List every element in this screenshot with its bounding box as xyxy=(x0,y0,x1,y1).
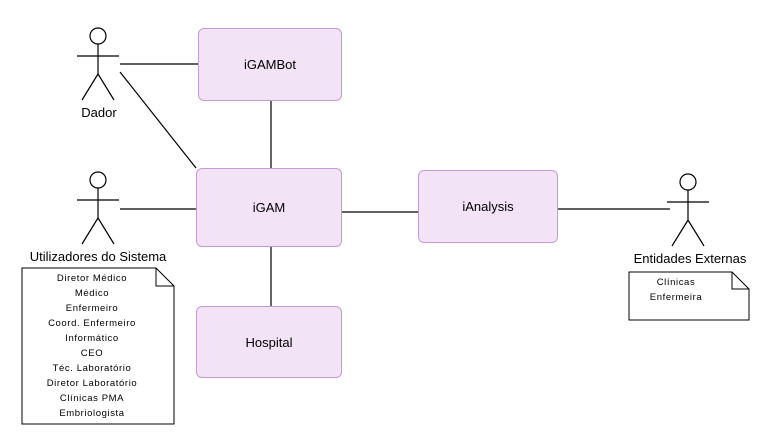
note-item: Informático xyxy=(65,333,119,344)
note-item: Médico xyxy=(74,288,110,299)
note-item: Clínicas xyxy=(656,277,696,288)
actor-dador-figure xyxy=(77,27,119,101)
node-igambot[interactable]: iGAMBot xyxy=(198,28,342,101)
note-item: Enfermeiro xyxy=(65,303,119,314)
note-item: Coord. Enfermeiro xyxy=(48,318,136,329)
note-item: Embriologista xyxy=(59,408,125,419)
note-item: Diretor Laboratório xyxy=(46,378,138,389)
note-item: Clínicas PMA xyxy=(59,393,125,404)
node-igambot-label: iGAMBot xyxy=(243,57,296,72)
note-item: Enfermeira xyxy=(649,292,703,303)
note-entidades-shape xyxy=(628,271,750,321)
node-hospital[interactable]: Hospital xyxy=(196,306,342,378)
node-igam[interactable]: iGAM xyxy=(196,168,342,247)
edge-dador-igam xyxy=(119,71,197,169)
note-utilizadores-shape xyxy=(21,267,175,425)
note-entidades: Clínicas Enfermeira xyxy=(629,275,723,305)
node-ianalysis-label: iAnalysis xyxy=(462,199,514,214)
note-item: Téc. Laboratório xyxy=(52,363,132,374)
note-utilizadores: Diretor Médico Médico Enfermeiro Coord. … xyxy=(22,271,162,421)
node-ianalysis[interactable]: iAnalysis xyxy=(418,170,558,243)
actor-utilizadores-figure xyxy=(77,171,119,245)
actor-dador-label: Dador xyxy=(81,105,117,120)
note-item: CEO xyxy=(80,348,104,359)
node-hospital-label: Hospital xyxy=(245,334,293,350)
note-item: Diretor Médico xyxy=(56,273,128,284)
actor-entidades-figure xyxy=(667,173,709,247)
actor-utilizadores-label: Utilizadores do Sistema xyxy=(29,249,167,264)
node-igam-label: iGAM xyxy=(252,200,286,215)
actor-entidades-label: Entidades Externas xyxy=(633,251,747,266)
